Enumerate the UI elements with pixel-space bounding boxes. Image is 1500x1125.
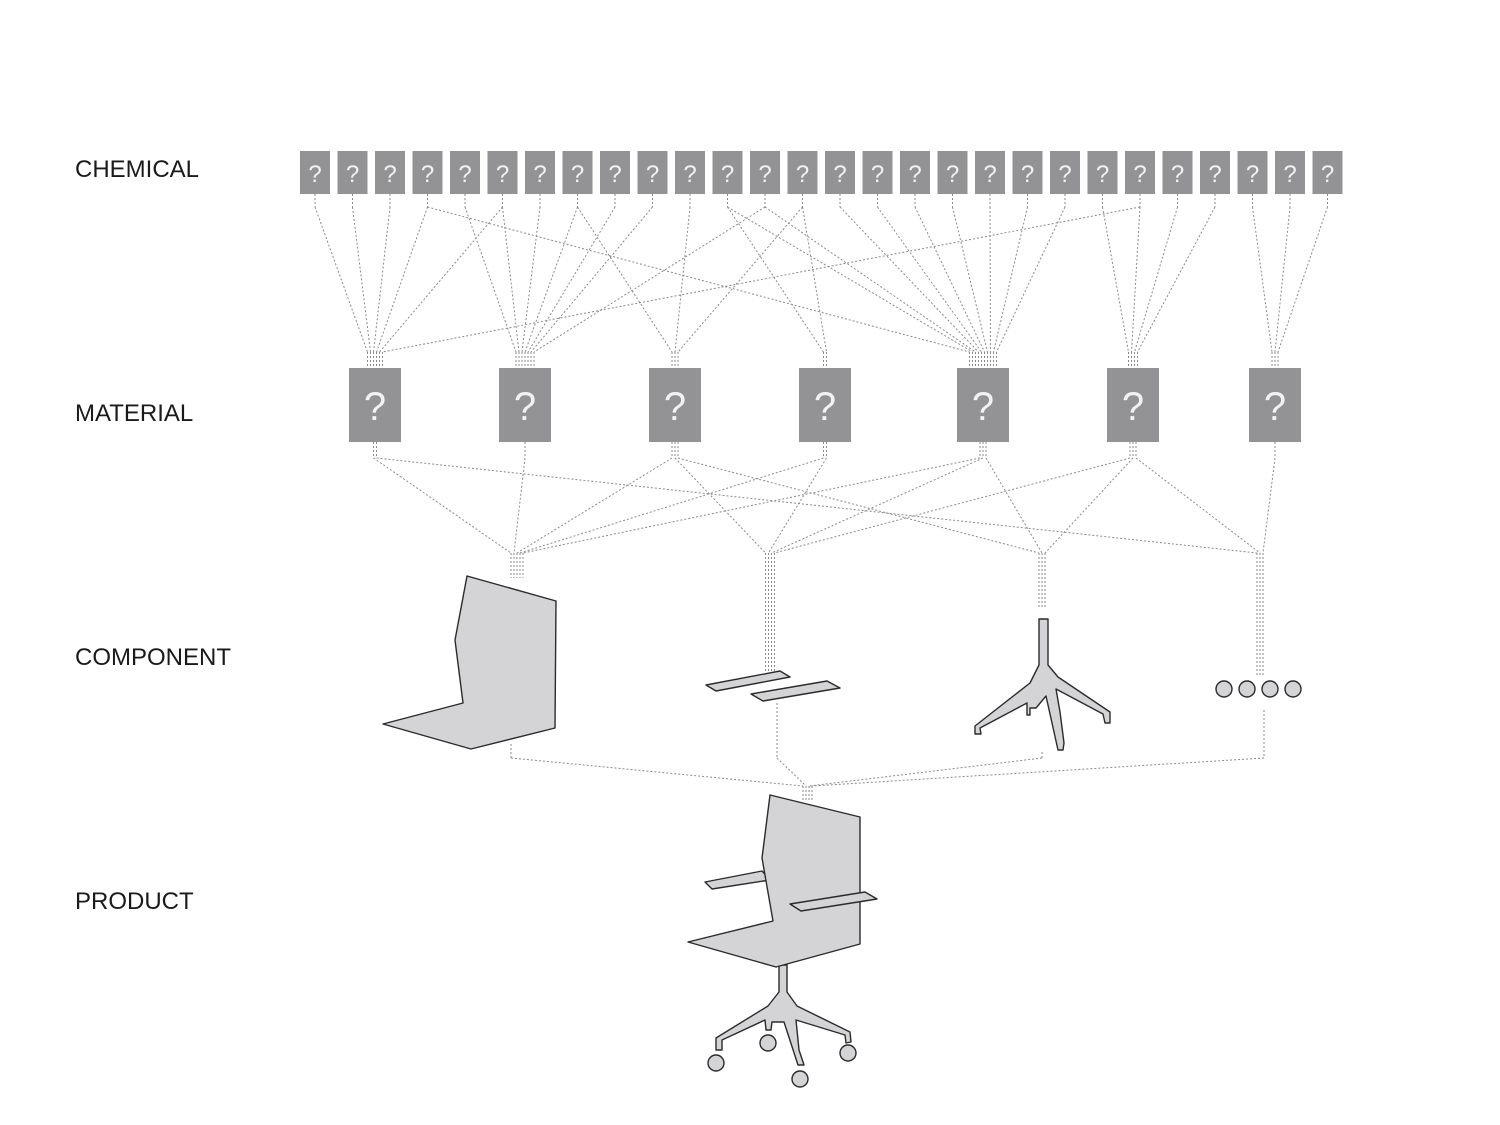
chemical-box-10: ? [637,151,668,194]
level-label-material: MATERIAL [75,400,193,427]
chemical-row: ???????????????????????????? [300,151,1343,194]
office-chair-icon [687,794,878,1088]
chemical-box-symbol: ? [721,161,734,188]
chemical-box-symbol: ? [1133,161,1146,188]
chemical-box-4: ? [412,151,443,194]
chemical-box-symbol: ? [346,161,359,188]
chemical-box-7: ? [525,151,555,194]
chemical-box-symbol: ? [1171,161,1184,188]
chemical-box-23: ? [1125,151,1155,194]
chemical-box-symbol: ? [1246,161,1259,188]
chemical-box-12: ? [712,151,743,194]
chemical-box-symbol: ? [833,161,846,188]
chemical-box-symbol: ? [1096,161,1109,188]
component-row [382,575,1302,751]
chemical-box-symbol: ? [796,161,809,188]
chemical-box-27: ? [1275,151,1305,194]
chemical-box-symbol: ? [608,161,621,188]
material-box-7: ? [1249,368,1301,442]
chemical-box-symbol: ? [908,161,921,188]
chemical-box-20: ? [1012,151,1043,194]
material-box-symbol: ? [1264,385,1286,429]
chemical-box-1: ? [300,151,330,194]
chemical-box-symbol: ? [421,161,434,188]
star-base-icon [974,618,1111,751]
chemical-box-symbol: ? [1208,161,1221,188]
material-box-symbol: ? [1122,385,1144,429]
chemical-box-9: ? [600,151,630,194]
chemical-box-symbol: ? [458,161,471,188]
chemical-box-8: ? [562,151,593,194]
material-box-symbol: ? [972,385,994,429]
chemical-box-symbol: ? [308,161,321,188]
material-box-symbol: ? [514,385,536,429]
material-box-symbol: ? [364,385,386,429]
chemical-box-symbol: ? [758,161,771,188]
chemical-box-5: ? [450,151,480,194]
chemical-box-22: ? [1087,151,1118,194]
chemical-box-21: ? [1050,151,1080,194]
chemical-box-symbol: ? [683,161,696,188]
material-box-4: ? [799,368,851,442]
chemical-box-17: ? [900,151,930,194]
chemical-box-symbol: ? [1058,161,1071,188]
chemical-box-3: ? [375,151,405,194]
chemical-box-28: ? [1312,151,1343,194]
material-box-3: ? [649,368,701,442]
chemical-box-symbol: ? [383,161,396,188]
chemical-box-symbol: ? [946,161,959,188]
material-box-symbol: ? [664,385,686,429]
chemical-box-symbol: ? [1283,161,1296,188]
armrests-icon [705,670,841,702]
connection-lines [314,194,1328,800]
material-box-5: ? [957,368,1009,442]
level-label-component: COMPONENT [75,644,231,671]
chemical-box-15: ? [825,151,855,194]
level-label-chemical: CHEMICAL [75,156,199,183]
chemical-box-11: ? [675,151,705,194]
chemical-box-symbol: ? [1321,161,1334,188]
chemical-box-symbol: ? [871,161,884,188]
chemical-box-symbol: ? [1021,161,1034,188]
chemical-box-symbol: ? [533,161,546,188]
chemical-box-symbol: ? [571,161,584,188]
material-box-2: ? [499,368,551,442]
material-row: ??????? [349,368,1301,442]
material-box-1: ? [349,368,401,442]
chemical-box-18: ? [937,151,968,194]
material-box-6: ? [1107,368,1159,442]
casters-icon [1215,680,1302,698]
chemical-box-26: ? [1237,151,1268,194]
chemical-box-symbol: ? [983,161,996,188]
chemical-box-symbol: ? [496,161,509,188]
chemical-box-13: ? [750,151,780,194]
chemical-box-2: ? [337,151,368,194]
level-label-product: PRODUCT [75,888,194,915]
material-box-symbol: ? [814,385,836,429]
seat-shell-icon [382,575,557,750]
chemical-box-symbol: ? [646,161,659,188]
chemical-box-14: ? [787,151,818,194]
chemical-box-25: ? [1200,151,1230,194]
chemical-box-19: ? [975,151,1005,194]
chemical-box-24: ? [1162,151,1193,194]
chemical-box-6: ? [487,151,518,194]
chemical-box-16: ? [862,151,893,194]
